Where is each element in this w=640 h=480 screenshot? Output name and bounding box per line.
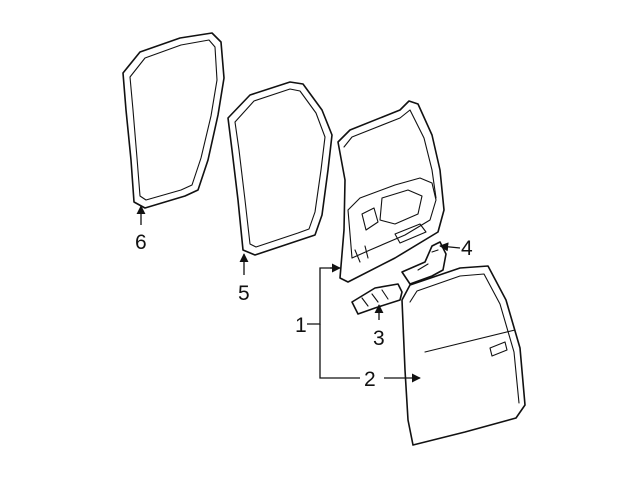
callout-2: 2 bbox=[364, 368, 376, 391]
leader-lines bbox=[136, 205, 461, 383]
weatherstrip-6 bbox=[122, 32, 225, 209]
callout-1: 1 bbox=[295, 314, 307, 337]
callout-3: 3 bbox=[373, 327, 385, 350]
weatherstrip-5 bbox=[227, 81, 333, 256]
callout-6: 6 bbox=[135, 231, 147, 254]
hardware-3 bbox=[351, 283, 403, 315]
outer-door-shell-2 bbox=[401, 265, 526, 446]
hardware-4 bbox=[401, 241, 447, 285]
callout-5: 5 bbox=[238, 282, 250, 305]
inner-door-shell bbox=[337, 100, 445, 283]
callout-4: 4 bbox=[461, 237, 473, 260]
